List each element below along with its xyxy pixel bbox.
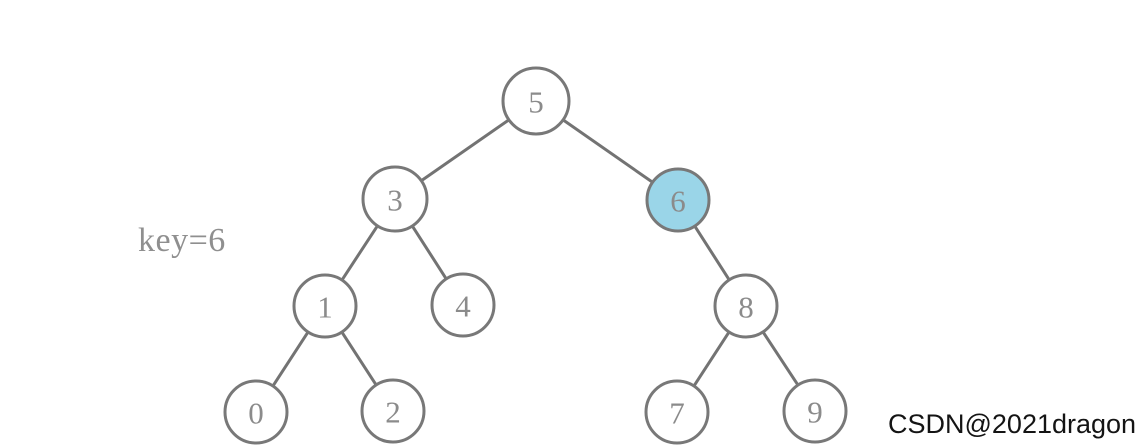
tree-node-4[interactable]: 4	[430, 272, 496, 338]
node-circle	[644, 379, 710, 445]
tree-node-8[interactable]: 8	[713, 273, 779, 339]
node-value-label: 7	[669, 396, 685, 431]
tree-node-0[interactable]: 0	[223, 379, 289, 445]
watermark-text: CSDN@2021dragon	[888, 409, 1135, 439]
tree-node-6[interactable]: 6	[645, 167, 711, 233]
node-value-label: 2	[385, 395, 401, 430]
tree-edges-group	[271, 118, 800, 388]
node-circle	[713, 273, 779, 339]
node-value-label: 5	[528, 85, 544, 120]
tree-node-3[interactable]: 3	[361, 165, 429, 233]
tree-edge	[271, 330, 310, 388]
tree-node-5[interactable]: 5	[501, 66, 571, 136]
tree-edge	[693, 224, 731, 282]
node-value-label: 9	[807, 395, 823, 430]
tree-edge	[340, 330, 378, 387]
node-circle-highlighted	[645, 167, 711, 233]
node-value-label: 0	[248, 396, 264, 431]
tree-edge	[340, 224, 379, 282]
node-circle	[782, 378, 848, 444]
tree-node-1[interactable]: 1	[292, 273, 358, 339]
node-circle	[501, 66, 571, 136]
tree-node-2[interactable]: 2	[360, 378, 426, 444]
tree-node-9[interactable]: 9	[782, 378, 848, 444]
node-circle	[430, 272, 496, 338]
node-circle	[292, 273, 358, 339]
node-circle	[223, 379, 289, 445]
node-value-label: 8	[738, 290, 754, 325]
tree-edge	[419, 118, 511, 183]
tree-nodes-group: 5 3 6 1 4 8 0 2 7 9	[223, 66, 848, 445]
node-circle	[361, 165, 429, 233]
node-value-label: 6	[670, 184, 686, 219]
node-value-label: 3	[387, 183, 403, 218]
tree-edge	[561, 118, 655, 184]
node-value-label: 4	[455, 289, 471, 324]
tree-node-7[interactable]: 7	[644, 379, 710, 445]
tree-edge	[692, 330, 731, 388]
node-value-label: 1	[317, 290, 333, 325]
node-circle	[360, 378, 426, 444]
tree-edge	[761, 330, 800, 387]
tree-edge	[410, 224, 448, 281]
key-annotation-label: key=6	[138, 222, 226, 259]
